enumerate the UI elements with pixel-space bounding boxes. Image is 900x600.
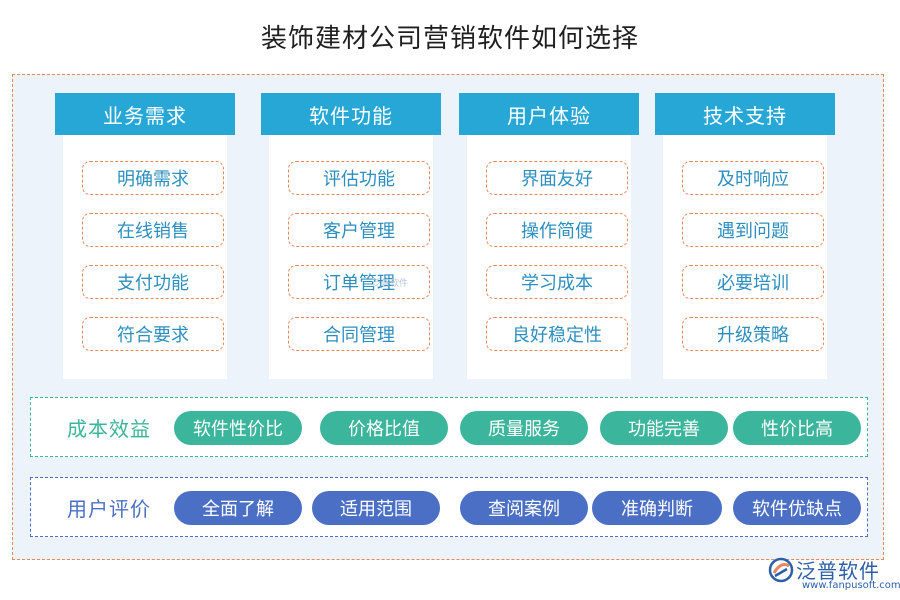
pill: 价格比值 bbox=[320, 411, 448, 445]
list-item: 升级策略 bbox=[682, 317, 824, 351]
pill: 准确判断 bbox=[592, 491, 722, 525]
pill: 查阅案例 bbox=[460, 491, 588, 525]
column-header: 用户体验 bbox=[459, 93, 639, 135]
list-item: 及时响应 bbox=[682, 161, 824, 195]
pill: 性价比高 bbox=[733, 411, 861, 445]
column-body: 评估功能 客户管理 订单管理 合同管理 bbox=[269, 135, 433, 379]
brand-logo: 泛普软件 www.fanpusoft.com bbox=[768, 555, 900, 597]
column-business-needs: 业务需求 明确需求 在线销售 支付功能 符合要求 bbox=[55, 93, 235, 379]
column-body: 明确需求 在线销售 支付功能 符合要求 bbox=[63, 135, 227, 379]
fanpu-logo-icon bbox=[768, 557, 794, 583]
pill: 适用范围 bbox=[312, 491, 440, 525]
logo-url: www.fanpusoft.com bbox=[802, 580, 900, 591]
column-header: 软件功能 bbox=[261, 93, 441, 135]
list-item: 合同管理 bbox=[288, 317, 430, 351]
column-tech-support: 技术支持 及时响应 遇到问题 必要培训 升级策略 bbox=[655, 93, 835, 379]
column-body: 界面友好 操作简便 学习成本 良好稳定性 bbox=[467, 135, 631, 379]
list-item: 在线销售 bbox=[82, 213, 224, 247]
logo-name: 泛普软件 bbox=[796, 559, 880, 583]
pill: 全面了解 bbox=[174, 491, 302, 525]
list-item: 客户管理 bbox=[288, 213, 430, 247]
list-item: 学习成本 bbox=[486, 265, 628, 299]
list-item: 评估功能 bbox=[288, 161, 430, 195]
column-user-experience: 用户体验 界面友好 操作简便 学习成本 良好稳定性 bbox=[459, 93, 639, 379]
column-software-function: 软件功能 评估功能 客户管理 订单管理 合同管理 bbox=[261, 93, 441, 379]
cost-benefit-band: 成本效益 软件性价比 价格比值 质量服务 功能完善 性价比高 bbox=[30, 397, 868, 457]
pill: 软件性价比 bbox=[174, 411, 302, 445]
page-title: 装饰建材公司营销软件如何选择 bbox=[260, 24, 639, 54]
pill: 软件优缺点 bbox=[733, 491, 861, 525]
column-header: 技术支持 bbox=[655, 93, 835, 135]
band-label: 成本效益 bbox=[67, 416, 151, 441]
list-item: 订单管理 bbox=[288, 265, 430, 299]
pill: 质量服务 bbox=[460, 411, 588, 445]
list-item: 操作简便 bbox=[486, 213, 628, 247]
column-body: 及时响应 遇到问题 必要培训 升级策略 bbox=[663, 135, 827, 379]
column-header: 业务需求 bbox=[55, 93, 235, 135]
list-item: 支付功能 bbox=[82, 265, 224, 299]
list-item: 良好稳定性 bbox=[486, 317, 628, 351]
user-review-band: 用户评价 全面了解 适用范围 查阅案例 准确判断 软件优缺点 bbox=[30, 477, 868, 537]
watermark: 泛普软件 bbox=[372, 279, 409, 289]
pill: 功能完善 bbox=[600, 411, 728, 445]
list-item: 明确需求 bbox=[82, 161, 224, 195]
list-item: 必要培训 bbox=[682, 265, 824, 299]
list-item: 遇到问题 bbox=[682, 213, 824, 247]
list-item: 符合要求 bbox=[82, 317, 224, 351]
band-label: 用户评价 bbox=[67, 496, 151, 521]
list-item: 界面友好 bbox=[486, 161, 628, 195]
